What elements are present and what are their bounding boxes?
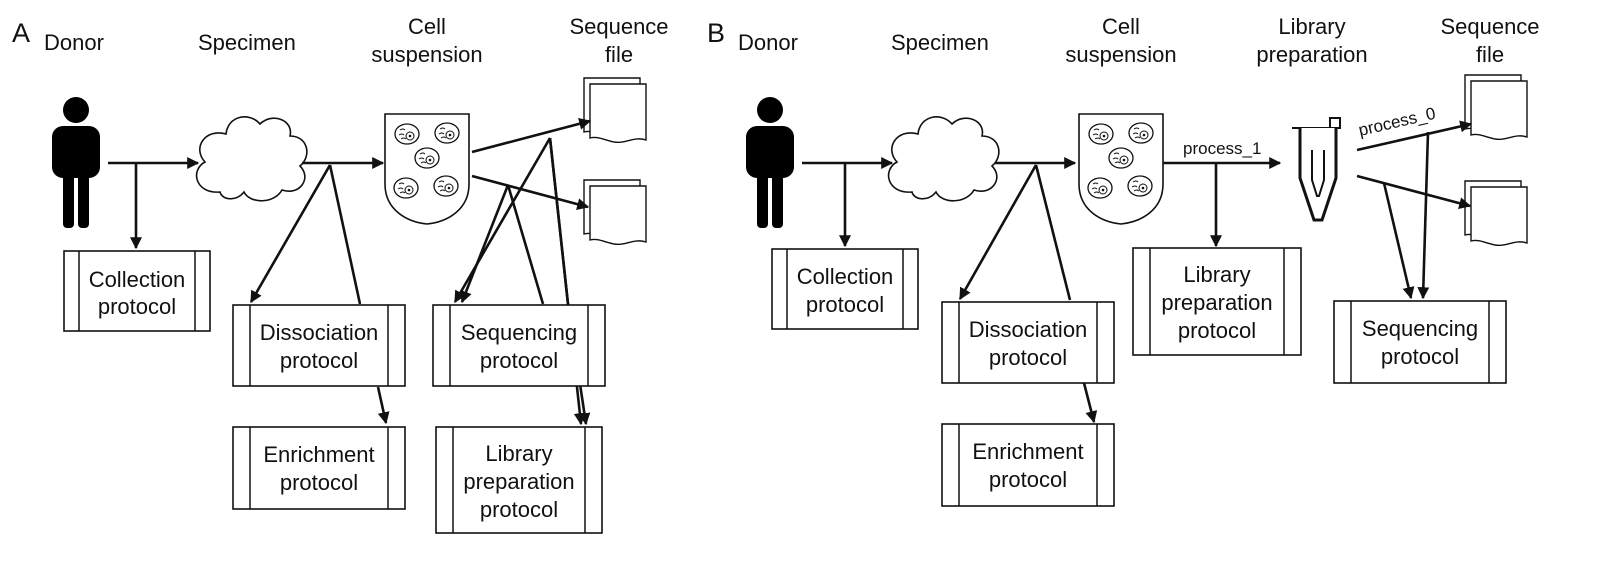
protocol-label: protocol xyxy=(98,294,176,319)
stage-label-library-preparation-line1: Library xyxy=(1278,14,1345,39)
stage-label-specimen: Specimen xyxy=(198,30,296,55)
protocol-label: protocol xyxy=(1381,344,1459,369)
stage-label-sequence-file-line1: Sequence xyxy=(569,14,668,39)
edge-arrow xyxy=(249,164,332,304)
stage-label-sequence-file-line1: Sequence xyxy=(1440,14,1539,39)
cells-shield-icon xyxy=(385,114,469,224)
edge-line xyxy=(506,184,545,305)
protocol-label: protocol xyxy=(480,348,558,373)
stage-label-specimen: Specimen xyxy=(891,30,989,55)
panel-b: B Donor Specimen Cell suspension Library… xyxy=(707,14,1540,507)
edge-line xyxy=(1034,164,1072,301)
edge-line xyxy=(328,164,362,305)
library-preparation-protocol-box: Library preparation protocol xyxy=(1132,247,1302,356)
edge-arrow xyxy=(1356,174,1472,210)
document-stack-icon xyxy=(1464,74,1528,141)
edge-arrow xyxy=(1082,382,1098,424)
stage-label-library-preparation-line2: preparation xyxy=(1256,42,1367,67)
edge-arrow xyxy=(958,164,1038,301)
document-stack-icon xyxy=(583,77,647,144)
edge-arrow xyxy=(460,184,510,304)
protocol-label: Library xyxy=(485,441,552,466)
protocol-label: Enrichment xyxy=(263,442,374,467)
protocol-label: protocol xyxy=(989,345,1067,370)
edge-arrow xyxy=(1382,182,1415,300)
panel-letter-b: B xyxy=(707,18,725,48)
stage-label-cell-suspension-line1: Cell xyxy=(1102,14,1140,39)
edge-arrow xyxy=(471,174,590,211)
stage-label-donor: Donor xyxy=(738,30,798,55)
cloud-icon xyxy=(887,116,1000,202)
cloud-icon xyxy=(195,116,308,202)
process-label-process-1: process_1 xyxy=(1183,139,1261,158)
collection-protocol-box: Collection protocol xyxy=(771,248,919,330)
panel-a: A Donor Specimen Cell suspension Sequenc… xyxy=(12,14,669,534)
sequencing-protocol-box: Sequencing protocol xyxy=(1333,300,1507,384)
person-icon xyxy=(52,97,100,228)
protocol-label: Dissociation xyxy=(260,320,379,345)
test-tube-icon xyxy=(1290,116,1342,222)
dissociation-protocol-box: Dissociation protocol xyxy=(941,301,1115,384)
edge-arrow xyxy=(471,117,592,154)
protocol-label: protocol xyxy=(1178,318,1256,343)
protocol-label: protocol xyxy=(280,470,358,495)
enrichment-protocol-box: Enrichment protocol xyxy=(941,423,1115,507)
stage-label-cell-suspension-line2: suspension xyxy=(1065,42,1176,67)
protocol-label: Library xyxy=(1183,262,1250,287)
library-preparation-protocol-box: Library preparation protocol xyxy=(435,426,603,534)
protocol-label: preparation xyxy=(463,469,574,494)
protocol-label: Collection xyxy=(89,267,186,292)
edge-arrow xyxy=(1417,131,1430,300)
enrichment-protocol-box: Enrichment protocol xyxy=(232,426,406,510)
edge-arrow xyxy=(453,137,552,304)
collection-protocol-box: Collection protocol xyxy=(63,250,211,332)
edge-arrow xyxy=(376,386,390,425)
protocol-label: Dissociation xyxy=(969,317,1088,342)
document-stack-icon xyxy=(583,179,647,246)
protocol-label: protocol xyxy=(806,292,884,317)
protocol-label: Sequencing xyxy=(461,320,577,345)
protocol-label: protocol xyxy=(280,348,358,373)
protocol-label: Collection xyxy=(797,264,894,289)
stage-label-cell-suspension-line2: suspension xyxy=(371,42,482,67)
dissociation-protocol-box: Dissociation protocol xyxy=(232,304,406,387)
stage-label-cell-suspension-line1: Cell xyxy=(408,14,446,39)
protocol-label: protocol xyxy=(989,467,1067,492)
edge-arrow xyxy=(1356,120,1473,152)
protocol-label: Sequencing xyxy=(1362,316,1478,341)
document-stack-icon xyxy=(1464,180,1528,247)
stage-label-sequence-file-line2: file xyxy=(1476,42,1504,67)
cells-shield-icon xyxy=(1079,114,1163,224)
panel-letter-a: A xyxy=(12,18,30,48)
stage-label-sequence-file-line2: file xyxy=(605,42,633,67)
person-icon xyxy=(746,97,794,228)
sequencing-protocol-box: Sequencing protocol xyxy=(432,304,606,387)
protocol-label: Enrichment xyxy=(972,439,1083,464)
protocol-label: preparation xyxy=(1161,290,1272,315)
stage-label-donor: Donor xyxy=(44,30,104,55)
protocol-label: protocol xyxy=(480,497,558,522)
